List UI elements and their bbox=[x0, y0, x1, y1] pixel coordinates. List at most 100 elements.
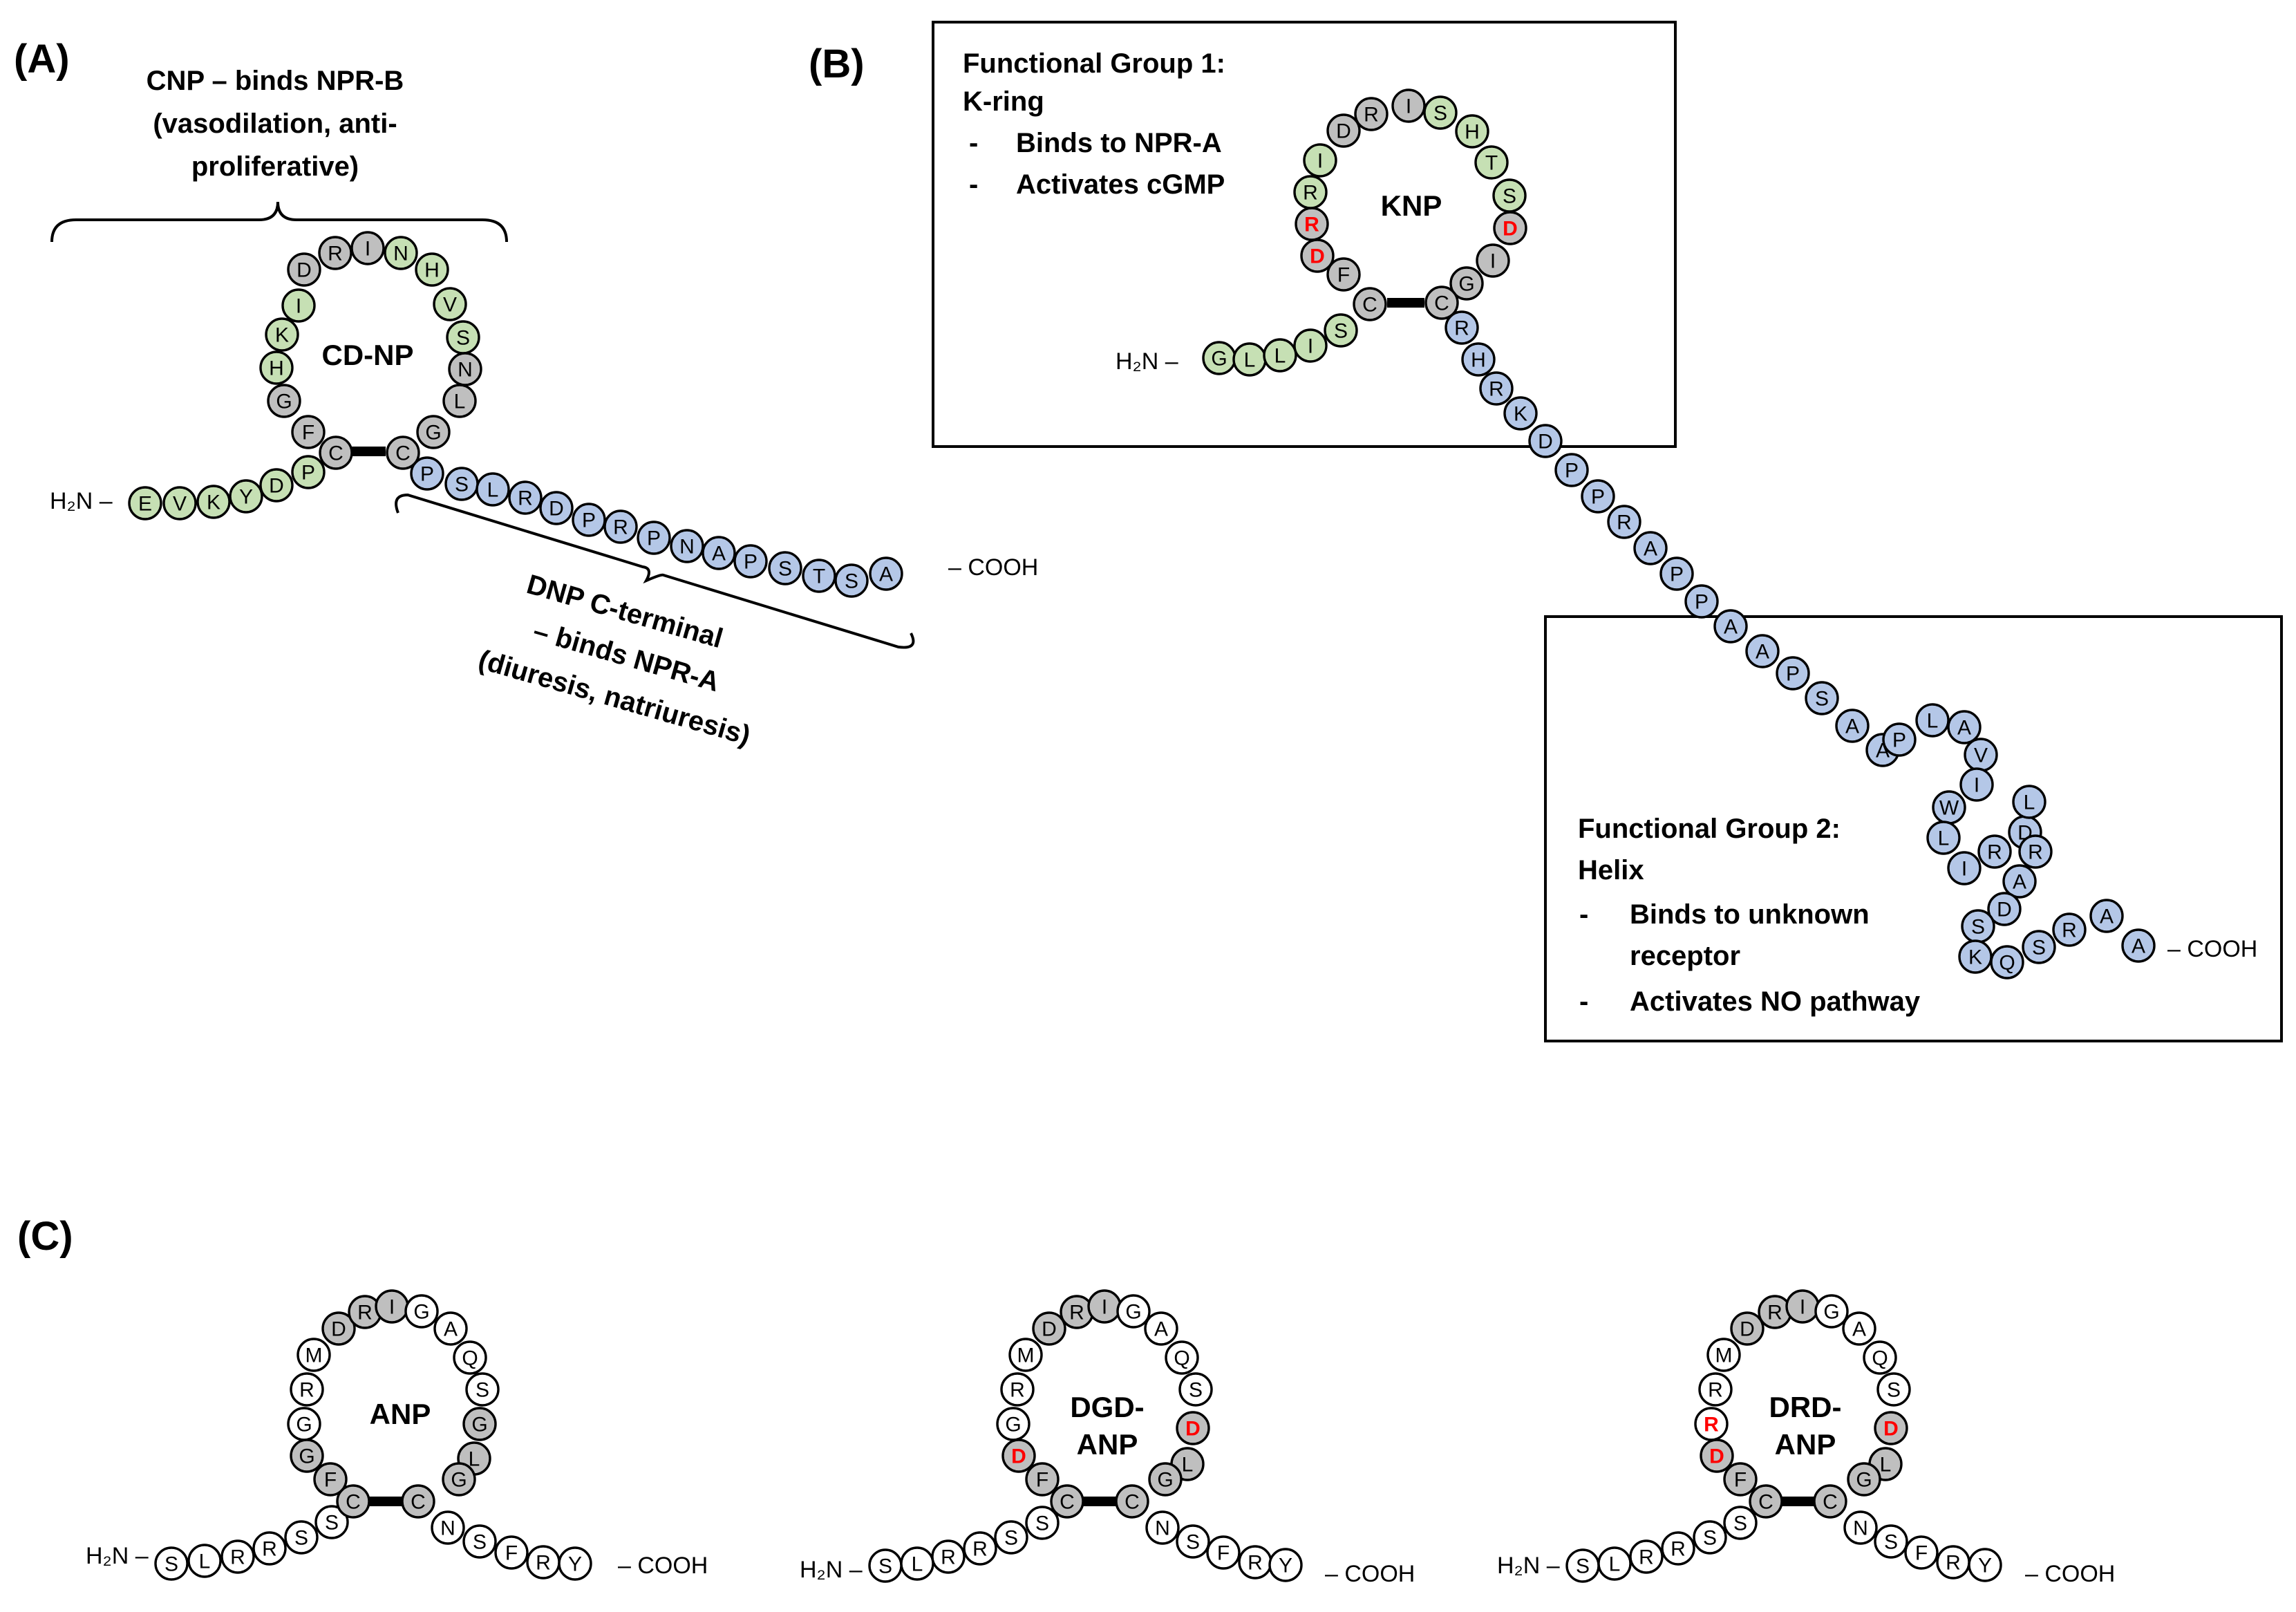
residue-knp-53: D bbox=[1987, 892, 2022, 926]
panel-label-b: (B) bbox=[809, 41, 865, 86]
residue-circle bbox=[1354, 97, 1389, 131]
residue-dgd-7: C bbox=[1050, 1484, 1084, 1519]
residue-circle bbox=[291, 455, 326, 489]
residue-knp-40: P bbox=[1882, 722, 1917, 757]
residue-circle bbox=[1176, 1524, 1210, 1559]
residue-circle bbox=[1268, 1548, 1303, 1582]
residue-letter: V bbox=[443, 294, 457, 317]
residue-letter: D bbox=[297, 259, 312, 282]
residue-letter: P bbox=[1591, 486, 1605, 509]
residue-circle bbox=[1503, 396, 1538, 431]
residue-circle bbox=[465, 1372, 500, 1407]
residue-dgd-6: S bbox=[1025, 1506, 1060, 1540]
residue-knp-46: L bbox=[1926, 821, 1961, 855]
residue-letter: P bbox=[1786, 663, 1800, 686]
residue-letter: R bbox=[1946, 1552, 1961, 1575]
residue-circle bbox=[1904, 1535, 1939, 1570]
residue-cdnp-13: D bbox=[287, 252, 321, 287]
residue-cdnp-1: E bbox=[128, 486, 162, 521]
residue-circle bbox=[462, 1524, 497, 1559]
residue-letter: R bbox=[1069, 1302, 1084, 1324]
residue-letter: D bbox=[1310, 245, 1325, 268]
residue-letter: R bbox=[1671, 1538, 1686, 1561]
residue-letter: A bbox=[1957, 717, 1971, 740]
residue-letter: S bbox=[1733, 1512, 1747, 1535]
residue-circle bbox=[1659, 556, 1694, 591]
residue-knp-33: P bbox=[1684, 584, 1719, 619]
residue-anp-14: R bbox=[348, 1295, 382, 1329]
residue-letter: G bbox=[276, 391, 292, 413]
residue-drd-25: S bbox=[1874, 1524, 1908, 1559]
residue-circle bbox=[1633, 531, 1668, 565]
residue-drd-14: R bbox=[1758, 1295, 1792, 1329]
residue-knp-4: I bbox=[1293, 328, 1328, 363]
group1-dash-2: - bbox=[969, 169, 978, 200]
residue-cdnp-36: T bbox=[802, 559, 836, 593]
residue-anp-11: R bbox=[290, 1372, 324, 1407]
residue-knp-30: R bbox=[1607, 505, 1641, 539]
residue-cdnp-14: R bbox=[318, 236, 352, 270]
residue-circle bbox=[1843, 1510, 1878, 1545]
residue-drd-13: D bbox=[1730, 1311, 1765, 1346]
residue-dgd-24: N bbox=[1145, 1510, 1180, 1545]
residue-circle bbox=[318, 236, 352, 270]
residue-letter: K bbox=[207, 491, 220, 514]
residue-letter: S bbox=[294, 1527, 308, 1550]
residue-knp-35: A bbox=[1745, 634, 1780, 668]
ring-name-knp: KNP bbox=[1381, 189, 1442, 222]
residue-circle bbox=[297, 1338, 331, 1372]
residue-circle bbox=[287, 1407, 321, 1441]
residue-letter: L bbox=[1244, 349, 1256, 372]
residue-letter: R bbox=[230, 1546, 245, 1569]
residue-letter: C bbox=[1823, 1491, 1838, 1514]
residue-letter: R bbox=[1454, 317, 1469, 340]
residue-cdnp-31: P bbox=[637, 521, 671, 555]
residue-circle bbox=[1835, 709, 1870, 743]
group1-dash-1: - bbox=[969, 128, 978, 158]
residue-knp-20: I bbox=[1476, 243, 1510, 278]
residue-letter: R bbox=[1248, 1552, 1263, 1575]
residue-circle bbox=[1959, 767, 1994, 802]
residue-cdnp-11: K bbox=[265, 317, 299, 352]
residue-letter: S bbox=[476, 1379, 489, 1402]
residue-dgd-22: G bbox=[1148, 1462, 1183, 1497]
residue-drd-7: C bbox=[1749, 1484, 1783, 1519]
residue-drd-17: A bbox=[1842, 1311, 1876, 1346]
residue-anp-13: D bbox=[321, 1311, 356, 1346]
residue-letter: G bbox=[1005, 1414, 1021, 1436]
residue-cdnp-12: I bbox=[281, 288, 316, 323]
residue-cdnp-34: P bbox=[733, 544, 768, 579]
n-terminus-anp: H₂N – bbox=[86, 1543, 149, 1569]
residue-circle bbox=[1050, 1484, 1084, 1519]
residue-knp-29: P bbox=[1581, 479, 1615, 514]
residue-cdnp-27: R bbox=[508, 480, 543, 515]
residue-dgd-26: F bbox=[1206, 1535, 1241, 1570]
residue-letter: I bbox=[1308, 335, 1313, 358]
residue-drd-11: R bbox=[1698, 1372, 1733, 1407]
residue-knp-44: I bbox=[1959, 767, 1994, 802]
residue-letter: G bbox=[471, 1414, 487, 1436]
residue-letter: G bbox=[1856, 1469, 1872, 1492]
residue-dgd-2: L bbox=[900, 1546, 934, 1581]
residue-letter: Y bbox=[1279, 1555, 1292, 1577]
residue-letter: I bbox=[365, 238, 370, 261]
residue-circle bbox=[1479, 371, 1514, 406]
residue-letter: L bbox=[1938, 827, 1950, 850]
residue-dgd-4: R bbox=[963, 1531, 997, 1566]
residue-cdnp-18: V bbox=[433, 287, 467, 321]
residue-dgd-19: S bbox=[1178, 1372, 1213, 1407]
residue-letter: D bbox=[1503, 218, 1518, 241]
residue-circle bbox=[2012, 785, 2046, 819]
residue-letter: R bbox=[1767, 1302, 1782, 1324]
residue-cdnp-35: S bbox=[768, 551, 802, 585]
residue-knp-36: P bbox=[1776, 656, 1810, 691]
functional-group-2-box bbox=[1544, 615, 2283, 1042]
residue-cdnp-6: P bbox=[291, 455, 326, 489]
residue-letter: C bbox=[328, 442, 344, 465]
residue-circle bbox=[1730, 1311, 1765, 1346]
residue-drd-4: R bbox=[1661, 1531, 1695, 1566]
residue-letter: L bbox=[1927, 710, 1939, 733]
residue-letter: Y bbox=[568, 1553, 582, 1576]
residue-letter: L bbox=[199, 1550, 211, 1573]
residue-circle bbox=[558, 1546, 592, 1581]
